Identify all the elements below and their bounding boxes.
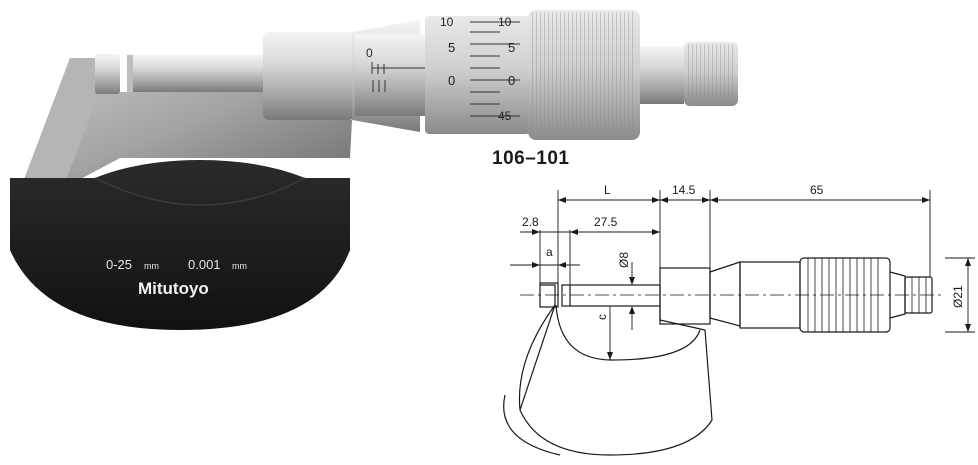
brand-logo-text: Mitutoyo	[138, 279, 209, 298]
dim-phi21: Ø21	[951, 285, 965, 308]
thimble-mark-10: 10	[498, 15, 512, 29]
spindle	[127, 55, 272, 92]
thimble-mark-45: 45	[498, 109, 512, 123]
photo-resolution-unit: mm	[232, 261, 247, 271]
thimble-scale	[425, 16, 530, 134]
dim-a: a	[546, 245, 553, 259]
dim-L: L	[604, 183, 611, 197]
model-number: 106–101	[492, 148, 570, 169]
thimble-left-mark-5: 5	[448, 40, 455, 55]
frame-upper-arm	[20, 58, 352, 190]
thimble-left-mark-10: 10	[440, 15, 454, 29]
drawing-sleeve	[659, 267, 711, 325]
thimble-mark-0: 0	[508, 73, 515, 88]
sleeve-mark-0: 0	[366, 46, 373, 60]
dim-14-5: 14.5	[672, 183, 696, 197]
thimble-mark-5: 5	[508, 40, 515, 55]
thimble-left-mark-0: 0	[448, 73, 455, 88]
dim-65: 65	[810, 183, 824, 197]
dim-2-8: 2.8	[522, 215, 539, 229]
anvil	[95, 54, 120, 94]
dim-27-5: 27.5	[594, 215, 618, 229]
photo-resolution-text: 0.001	[188, 257, 221, 272]
drawing-frame	[519, 284, 713, 456]
dim-c: c	[595, 314, 609, 320]
frame-black	[10, 160, 350, 330]
sleeve-housing	[263, 32, 355, 120]
drawing-spindle	[561, 284, 661, 307]
dim-phi8: Ø8	[617, 252, 631, 268]
photo-range-unit: mm	[144, 261, 159, 271]
photo-range-text: 0-25	[106, 257, 132, 272]
